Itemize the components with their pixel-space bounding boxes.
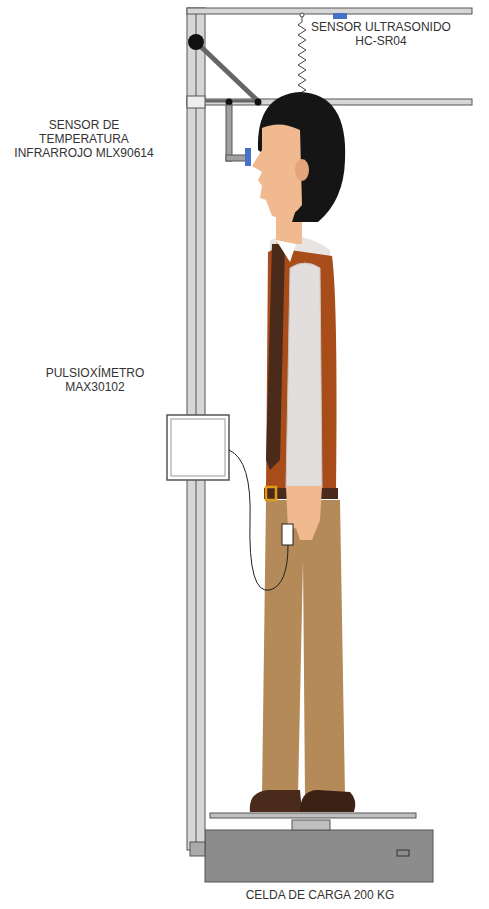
sensor-cable xyxy=(229,450,288,590)
face xyxy=(252,124,302,217)
shoe xyxy=(300,790,355,812)
sensor-bracket xyxy=(226,105,232,161)
display-slot xyxy=(397,850,409,856)
spring-end xyxy=(300,13,304,17)
platform xyxy=(210,813,416,818)
sensor-label: PULSIOXÍMETRO MAX30102 xyxy=(40,366,150,394)
load-cell-housing xyxy=(205,830,433,882)
pivot xyxy=(255,99,262,106)
sensor-arm xyxy=(226,155,246,161)
collar xyxy=(276,240,296,262)
sensor-label: SENSOR DE TEMPERATURA INFRARROJO MLX9061… xyxy=(14,118,154,160)
load-cell-label: CELDA DE CARGA 200 KG xyxy=(210,888,430,902)
sensor-label: SENSOR ULTRASONIDO HC-SR04 xyxy=(306,20,456,48)
pulley xyxy=(188,34,204,50)
slider xyxy=(187,96,205,108)
ir-sensor xyxy=(245,148,251,166)
brace xyxy=(196,42,258,101)
pole-foot xyxy=(190,842,205,856)
spring xyxy=(298,15,306,98)
shoe xyxy=(250,790,302,812)
ultrasonic-sensor xyxy=(333,13,347,19)
buckle xyxy=(266,487,276,500)
top-bar xyxy=(187,8,472,14)
arm xyxy=(286,263,322,488)
tie xyxy=(266,244,285,470)
pivot xyxy=(226,99,233,106)
ear xyxy=(295,159,309,181)
load-cell xyxy=(292,820,330,830)
oximeter-screen xyxy=(171,419,225,476)
pants xyxy=(262,500,345,795)
finger-sensor xyxy=(282,524,293,545)
oximeter-box xyxy=(167,415,229,480)
